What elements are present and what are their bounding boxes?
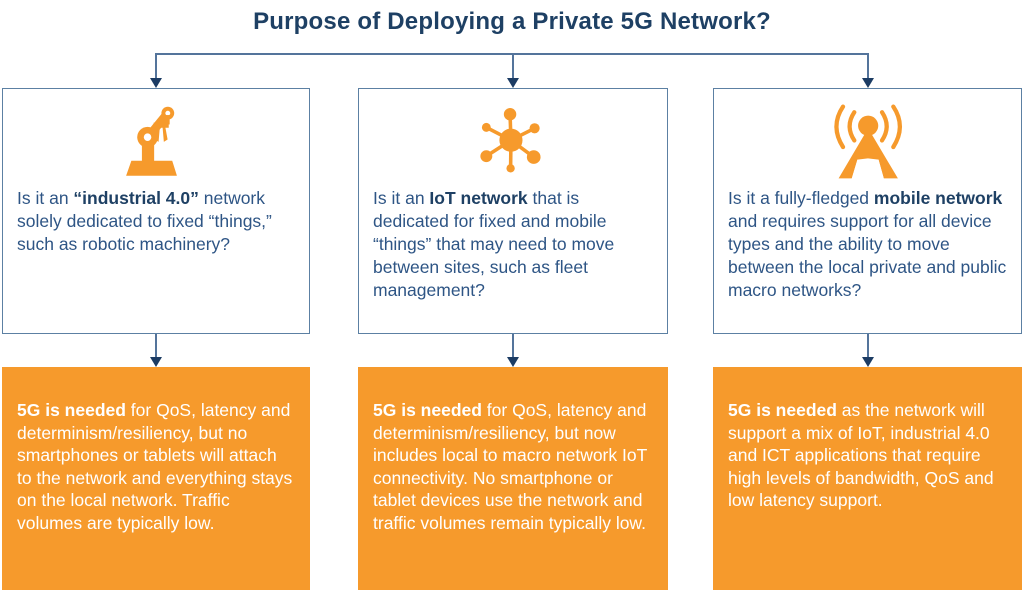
connector-vertical-line-right bbox=[867, 53, 869, 80]
antenna-icon bbox=[714, 89, 1021, 181]
answer-text-rest: for QoS, latency and determinism/resilie… bbox=[373, 400, 647, 533]
question-text: Is it an “industrial 4.0” network solely… bbox=[17, 187, 295, 256]
connector-vertical-line bbox=[866, 334, 869, 358]
arrow-down-icon bbox=[862, 78, 874, 88]
answer-text-bold: 5G is needed bbox=[728, 400, 837, 420]
column-mobile: Is it a fully-fledged mobile network and… bbox=[713, 88, 1022, 590]
connector-vertical-line-left bbox=[155, 53, 157, 80]
arrow-down-icon bbox=[150, 357, 162, 367]
column-industrial: Is it an “industrial 4.0” network solely… bbox=[2, 88, 310, 590]
iot-network-icon bbox=[359, 89, 667, 181]
answer-box: 5G is needed as the network will support… bbox=[713, 367, 1022, 590]
connector-vertical-line bbox=[512, 334, 514, 358]
answer-box: 5G is needed for QoS, latency and determ… bbox=[358, 367, 668, 590]
question-text-suffix: that is dedicated for fixed and mobile “… bbox=[373, 188, 615, 300]
column-iot: Is it an IoT network that is dedicated f… bbox=[358, 88, 668, 590]
robot-arm-icon bbox=[3, 89, 309, 181]
question-text: Is it an IoT network that is dedicated f… bbox=[373, 187, 653, 302]
question-text-bold: IoT network bbox=[429, 188, 528, 208]
question-text-bold: “industrial 4.0” bbox=[73, 188, 199, 208]
question-text-prefix: Is it an bbox=[373, 188, 430, 208]
question-text: Is it a fully-fledged mobile network and… bbox=[728, 187, 1007, 302]
connector-vertical-line bbox=[155, 334, 157, 358]
question-box: Is it an “industrial 4.0” network solely… bbox=[2, 88, 310, 334]
answer-text-rest: for QoS, latency and determinism/resilie… bbox=[17, 400, 293, 533]
answer-text-rest: as the network will support a mix of IoT… bbox=[728, 400, 994, 510]
question-text-prefix: Is it a fully-fledged bbox=[728, 188, 874, 208]
arrow-down-icon bbox=[861, 357, 874, 367]
arrow-down-icon bbox=[150, 78, 162, 88]
answer-text: 5G is needed as the network will support… bbox=[728, 399, 1007, 512]
question-text-suffix: and requires support for all device type… bbox=[728, 211, 1007, 300]
answer-text: 5G is needed for QoS, latency and determ… bbox=[17, 399, 295, 534]
answer-text-bold: 5G is needed bbox=[17, 400, 126, 420]
arrow-down-icon bbox=[507, 78, 519, 88]
question-text-bold: mobile network bbox=[873, 188, 1003, 208]
question-text-suffix: network solely dedicated to fixed “thing… bbox=[17, 188, 272, 254]
connector-vertical-line-center bbox=[512, 53, 514, 80]
answer-text-bold: 5G is needed bbox=[373, 400, 482, 420]
arrow-down-icon bbox=[507, 357, 519, 367]
page-title: Purpose of Deploying a Private 5G Networ… bbox=[253, 8, 771, 35]
question-text-prefix: Is it an bbox=[17, 188, 74, 208]
question-box: Is it an IoT network that is dedicated f… bbox=[358, 88, 668, 334]
answer-text: 5G is needed for QoS, latency and determ… bbox=[373, 399, 653, 534]
question-box: Is it a fully-fledged mobile network and… bbox=[713, 88, 1022, 334]
answer-box: 5G is needed for QoS, latency and determ… bbox=[2, 367, 310, 590]
